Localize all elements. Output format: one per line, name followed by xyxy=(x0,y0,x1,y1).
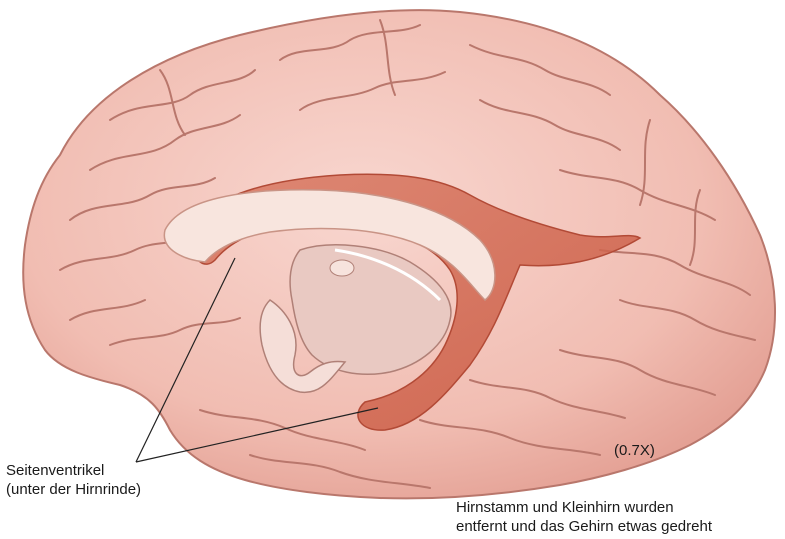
corpus-callosum xyxy=(163,189,496,301)
interthalamic-adhesion xyxy=(329,259,355,277)
scale-label: (0.7X) xyxy=(614,442,655,459)
gyri-lines xyxy=(59,19,756,489)
ventricle-label-line1: Seitenventrikel xyxy=(6,462,105,479)
caption: Hirnstamm und Kleinhirn wurden entfernt … xyxy=(456,498,712,536)
fornix xyxy=(334,248,442,302)
ventricle-label-line2: (unter der Hirnrinde) xyxy=(6,481,142,498)
brain-hemisphere xyxy=(22,9,776,500)
leader-lines xyxy=(135,257,379,463)
caption-line2: entfernt und das Gehirn etwas gedreht xyxy=(456,518,712,535)
ventricle-label: Seitenventrikel (unter der Hirnrinde) xyxy=(6,461,141,499)
caption-line1: Hirnstamm und Kleinhirn wurden xyxy=(456,499,674,516)
brainstem-cut xyxy=(259,299,347,394)
